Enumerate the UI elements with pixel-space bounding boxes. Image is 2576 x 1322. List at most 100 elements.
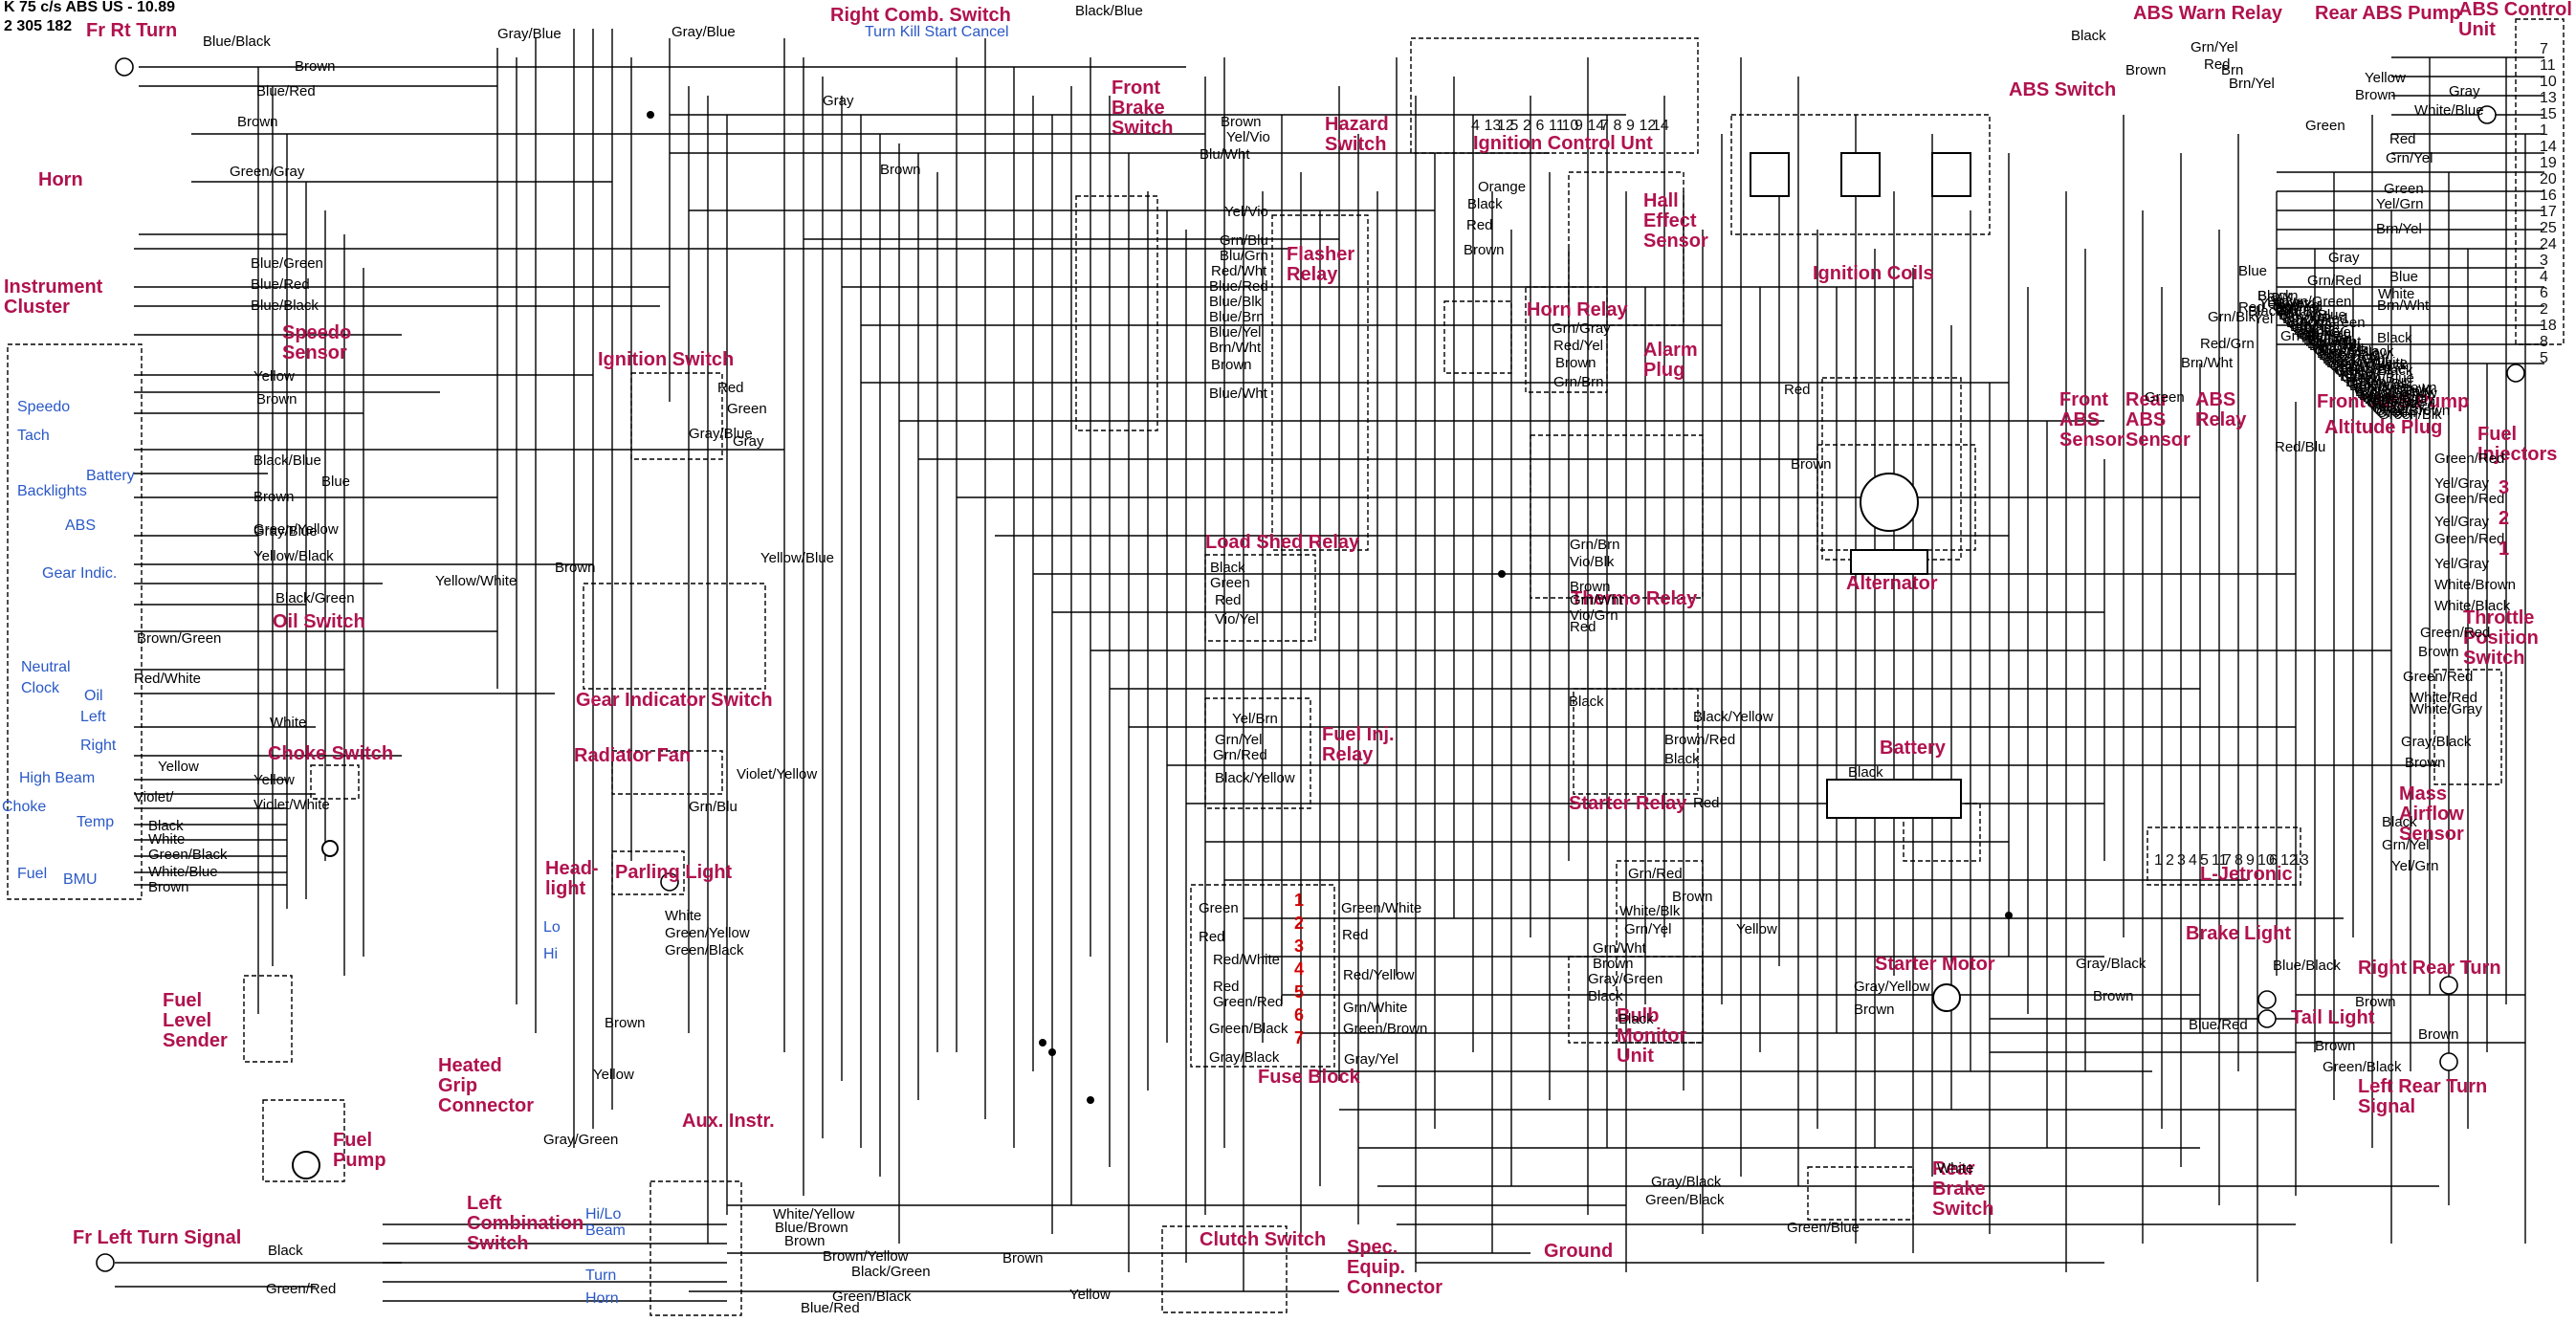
- left-label: Left: [80, 709, 106, 725]
- wire-label: White: [2336, 364, 2373, 381]
- wire-label: Brown: [256, 391, 297, 408]
- parking-light-label: Parling Light: [615, 862, 733, 883]
- wire-label: Green: [2376, 405, 2416, 421]
- wire-label: Blue/Red: [801, 1300, 860, 1316]
- heated-grip-connector-label: Heated Grip Connector: [438, 1055, 534, 1116]
- wire-label: Blue/Wht: [1209, 386, 1267, 402]
- wire-label: Grn/Yel: [1215, 732, 1263, 748]
- wire-label: Vio/Grn: [1570, 607, 1618, 624]
- wire-label: Black: [148, 818, 184, 834]
- wire-label: Violet/Yellow: [737, 766, 818, 782]
- wire-label: Black/Green: [2286, 315, 2366, 331]
- choke-label: Choke: [2, 799, 47, 815]
- instrument-cluster-label: Instrument Cluster: [4, 276, 103, 318]
- fuse-number: 7: [1294, 1028, 1305, 1047]
- alternator-label: Alternator: [1846, 573, 1938, 594]
- front-abs-pump-label: Front ABS Pump: [2317, 391, 2470, 412]
- wire-label: Red: [2389, 131, 2416, 147]
- speedo-sensor-label: Speedo Sensor: [282, 322, 352, 364]
- wire-label: Green/Black: [1209, 1021, 1288, 1037]
- wire-label: Red: [1693, 795, 1720, 811]
- hi-label: Hi: [543, 946, 559, 962]
- mass-airflow-sensor-label: Mass Airflow Sensor: [2399, 783, 2464, 845]
- wire-label: Brn: [2290, 319, 2313, 335]
- wire-label: Blue/Black: [203, 33, 271, 50]
- abs-pin-label: 18: [2540, 318, 2557, 334]
- wire-label: White/Gray: [2363, 391, 2435, 408]
- wire-label: Grn/White: [1343, 1000, 1408, 1016]
- wire-label: White/Red: [2411, 690, 2478, 706]
- wire-label: Grn/Bz: [2280, 328, 2325, 344]
- wire-label: Grn/Red: [1213, 747, 1267, 763]
- wire-label: Grn/Yel: [2280, 309, 2328, 325]
- wire-label: Gray/Blue: [672, 24, 736, 40]
- wire-label: Grn/Wht: [1570, 592, 1623, 608]
- wire-label: Green/Red: [2403, 669, 2474, 685]
- wire-label: Green/Red: [2434, 491, 2505, 507]
- abs-pin-label: 2: [2540, 301, 2548, 318]
- ljetronic-pin-label: 11: [2212, 852, 2228, 869]
- wire-label: Gray: [2449, 83, 2480, 99]
- wire-label: Brn/Wht: [2181, 355, 2234, 371]
- wire-label: Blu/Wht: [1200, 146, 1250, 163]
- abs-switch-label: ABS Switch: [2009, 79, 2117, 100]
- wire-label: Brown: [2418, 1026, 2459, 1043]
- ljetronic-pin-label: 2: [2166, 852, 2174, 869]
- wire-label: Brown: [784, 1233, 826, 1249]
- ignition-pin-label: 10: [1561, 118, 1579, 134]
- wire-label: Red: [1570, 619, 1596, 635]
- wire-label: Yellow: [253, 772, 295, 788]
- wire-label: Black: [1467, 196, 1503, 212]
- abs-pin-label: 10: [2540, 74, 2557, 90]
- wire-label: Brown: [148, 879, 189, 895]
- clutch-switch-label: Clutch Switch: [1200, 1229, 1327, 1250]
- choke-switch-label: Choke Switch: [268, 743, 394, 764]
- wire-label: Grn/Yel: [2382, 837, 2430, 853]
- spec-equip-connector-label: Spec. Equip. Connector: [1347, 1237, 1442, 1298]
- wire-label: Grn/Yel: [2288, 317, 2336, 333]
- wire-label: Black: [1210, 560, 1245, 576]
- wire-label: Gray/Yel: [1344, 1051, 1398, 1068]
- abs-pin-label: 13: [2540, 90, 2557, 106]
- wire-label: Grn/Brn: [1570, 537, 1620, 553]
- wire-label: Blk/Blu: [2309, 338, 2354, 354]
- wire-label: Orange: [2292, 320, 2341, 337]
- wire-label: Yel/Grn: [2376, 196, 2424, 212]
- wire-label: Violet/: [134, 789, 174, 805]
- wire-label: Brown: [2257, 288, 2299, 304]
- ignition-pin-label: 9: [1626, 118, 1635, 134]
- starter-relay-label: Starter Relay: [1569, 793, 1687, 814]
- wire-label: Gray/Blue: [497, 26, 561, 42]
- abs-pin-label: 4: [2540, 269, 2548, 285]
- wire-label: Blue: [2238, 263, 2268, 279]
- wire-label: Brown: [1555, 355, 1596, 371]
- injector-number: 3: [2499, 477, 2510, 498]
- wire-label: Red/Yel: [1553, 338, 1603, 354]
- abs-control-unit-label: ABS Control Unit: [2458, 0, 2572, 40]
- wire-label: Blue/Red: [2189, 1017, 2248, 1033]
- wire-label: Black/Yel: [2296, 324, 2355, 341]
- abs-pin-label: 19: [2540, 155, 2557, 171]
- abs-pin-label: 1: [2540, 122, 2548, 139]
- wire-label: Blk/Grn: [2303, 332, 2352, 348]
- wire-label: Green: [2305, 118, 2345, 134]
- wire-label: Red: [2238, 299, 2265, 316]
- front-abs-sensor-label: Front ABS Sensor: [2059, 389, 2125, 451]
- wire-label: Gray: [733, 433, 764, 450]
- wire-label: Gray/Blue: [253, 523, 318, 540]
- wire-label: Vio/Yel: [1215, 611, 1259, 628]
- oil-label: Oil: [84, 688, 103, 704]
- ignition-coils-label: Ignition Coils: [1813, 263, 1934, 284]
- wire-label: Gray/Red: [2330, 359, 2392, 375]
- wire-label: White/Blue: [2414, 102, 2484, 119]
- ljetronic-pin-label: 12: [2280, 852, 2298, 869]
- wire-label: Black: [1588, 988, 1623, 1004]
- abs-pin-label: 25: [2540, 220, 2557, 236]
- wire-label: Gray/Brown: [2374, 403, 2451, 419]
- abs-pin-label: 14: [2540, 139, 2557, 155]
- wire-label: Brown: [2340, 368, 2381, 385]
- wire-label: Violet: [2273, 296, 2309, 312]
- wire-label: Brown/Yellow: [823, 1248, 909, 1265]
- abs-pin-label: 8: [2540, 334, 2548, 350]
